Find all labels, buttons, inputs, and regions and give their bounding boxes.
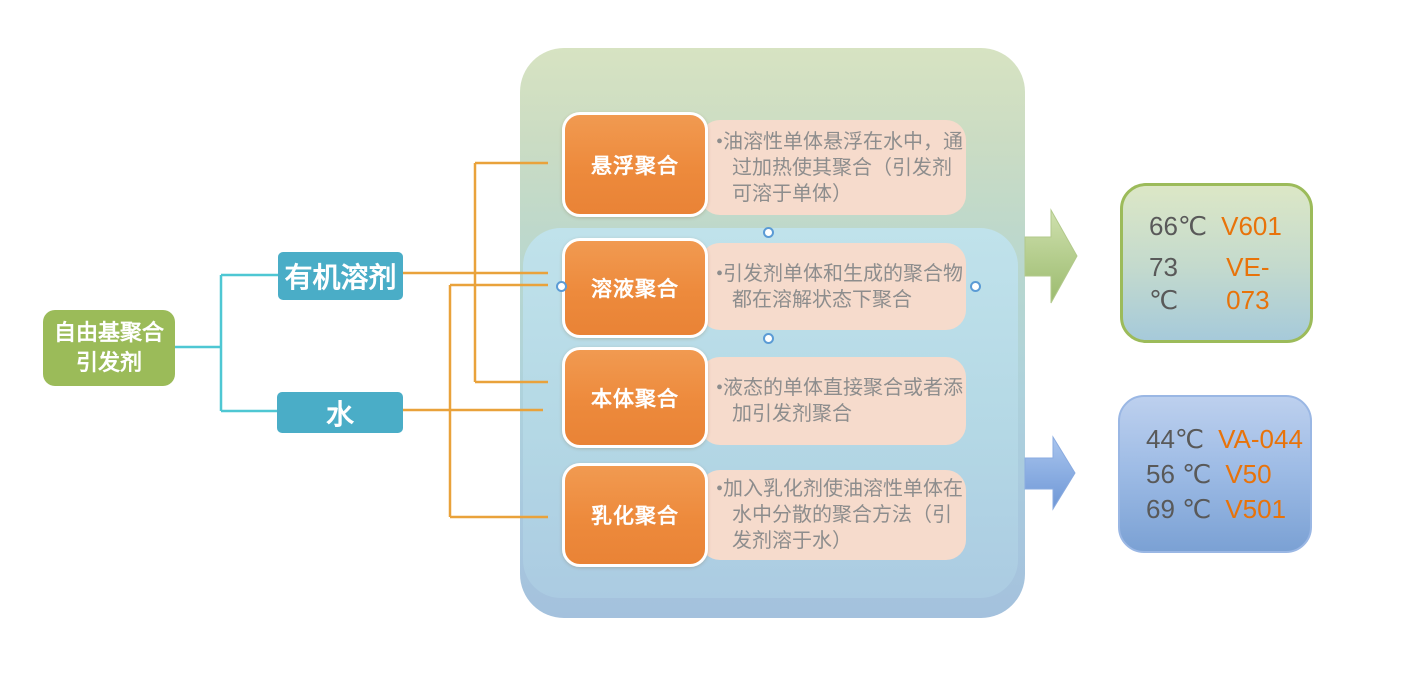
root-label-line2: 引发剂 — [75, 350, 142, 375]
water-label: 水 — [325, 399, 354, 431]
initiator-row: 56 ℃ V50 — [1146, 458, 1310, 491]
method-box-solution[interactable]: 溶液聚合 — [562, 238, 708, 338]
root-node[interactable]: 自由基聚合 引发剂 — [43, 310, 175, 386]
initiator-row: 73 ℃ VE-073 — [1149, 251, 1310, 317]
initiator-row: 44℃ VA-044 — [1146, 423, 1310, 456]
temp-value: 69 ℃ — [1146, 493, 1212, 524]
method-label-solution: 溶液聚合 — [591, 277, 679, 301]
selection-handle-bottom[interactable] — [763, 333, 774, 344]
blue-arrow — [1024, 435, 1076, 511]
green-arrow — [1024, 208, 1078, 304]
initiator-row: 66℃ V601 — [1149, 210, 1310, 243]
selection-handle-right[interactable] — [970, 281, 981, 292]
initiator-code: VE-073 — [1226, 251, 1270, 315]
method-label-suspension: 悬浮聚合 — [591, 153, 679, 178]
initiator-code: VA-044 — [1218, 423, 1303, 454]
desc-suspension: 油溶性单体悬浮在水中，通过加热使其聚合（引发剂可溶于单体） — [723, 130, 964, 205]
node-water[interactable]: 水 — [277, 392, 403, 433]
desc-box-bulk[interactable]: •液态的单体直接聚合或者添加引发剂聚合 — [700, 357, 966, 445]
desc-solution: 引发剂单体和生成的聚合物都在溶解状态下聚合 — [723, 262, 964, 311]
temp-value: 44℃ — [1146, 423, 1205, 454]
bullet: • — [716, 478, 724, 500]
desc-box-solution[interactable]: •引发剂单体和生成的聚合物都在溶解状态下聚合 — [700, 243, 966, 330]
method-label-emulsion: 乳化聚合 — [591, 504, 679, 528]
bullet: • — [716, 377, 724, 399]
selection-handle-left[interactable] — [556, 281, 567, 292]
desc-box-emulsion[interactable]: •加入乳化剂使油溶性单体在水中分散的聚合方法（引发剂溶于水） — [700, 470, 966, 560]
desc-bulk: 液态的单体直接聚合或者添加引发剂聚合 — [723, 377, 964, 425]
temp-value: 56 ℃ — [1146, 458, 1212, 489]
root-label-line1: 自由基聚合 — [53, 320, 164, 345]
desc-text-emulsion: •加入乳化剂使油溶性单体在水中分散的聚合方法（引发剂溶于水） — [716, 476, 964, 554]
initiator-code: V50 — [1225, 458, 1272, 489]
desc-text-bulk: •液态的单体直接聚合或者添加引发剂聚合 — [716, 375, 964, 427]
desc-emulsion: 加入乳化剂使油溶性单体在水中分散的聚合方法（引发剂溶于水） — [723, 478, 964, 552]
water-initiators-box[interactable]: 44℃ VA-044 56 ℃ V50 69 ℃ V501 — [1118, 395, 1312, 553]
method-box-emulsion[interactable]: 乳化聚合 — [562, 463, 708, 567]
method-label-bulk: 本体聚合 — [591, 386, 679, 411]
desc-text-suspension: •油溶性单体悬浮在水中，通过加热使其聚合（引发剂可溶于单体） — [716, 129, 964, 207]
selection-handle-top[interactable] — [763, 227, 774, 238]
desc-text-solution: •引发剂单体和生成的聚合物都在溶解状态下聚合 — [716, 261, 964, 313]
organic-solvent-label: 有机溶剂 — [284, 263, 397, 294]
initiator-code: V601 — [1221, 210, 1282, 241]
temp-value: 66℃ — [1149, 210, 1208, 241]
desc-box-suspension[interactable]: •油溶性单体悬浮在水中，通过加热使其聚合（引发剂可溶于单体） — [700, 120, 966, 215]
initiator-row: 69 ℃ V501 — [1146, 493, 1310, 526]
bullet: • — [716, 262, 724, 285]
oil-initiators-box[interactable]: 66℃ V601 73 ℃ VE-073 — [1120, 183, 1313, 343]
node-organic-solvent[interactable]: 有机溶剂 — [278, 252, 403, 300]
method-box-suspension[interactable]: 悬浮聚合 — [562, 112, 708, 217]
initiator-code: V501 — [1225, 493, 1287, 524]
temp-value: 73 ℃ — [1149, 251, 1179, 315]
method-box-bulk[interactable]: 本体聚合 — [562, 347, 708, 448]
bullet: • — [716, 130, 724, 153]
